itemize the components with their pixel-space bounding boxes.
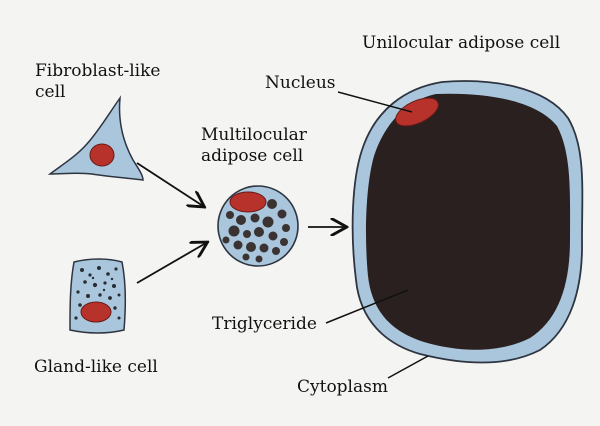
triglyceride-label: Triglyceride	[212, 314, 317, 334]
gland-nucleus	[80, 301, 112, 323]
nucleus-label: Nucleus	[265, 73, 336, 93]
triglyceride-droplet	[366, 93, 571, 350]
fibroblast-label-line-2: cell	[35, 82, 66, 102]
leader-nucleus	[337, 91, 413, 113]
gland-like-cell-label: Gland-like cell	[34, 357, 158, 377]
arrow-gland-to-multilocular	[136, 243, 206, 284]
leader-cytoplasm	[387, 355, 429, 379]
multilocular-nucleus	[229, 191, 267, 213]
fibroblast-like-cell	[47, 95, 144, 181]
unilocular-adipose-cell-label: Unilocular adipose cell	[362, 33, 561, 53]
multilocular-label-line-2: adipose cell	[201, 146, 304, 166]
fibroblast-like-cell-label: Fibroblast-like cell	[35, 61, 160, 103]
unilocular-nucleus	[395, 97, 439, 127]
gland-granules	[74, 266, 121, 320]
multilocular-adipose-cell	[217, 185, 299, 267]
fibroblast-label-line-1: Fibroblast-like	[35, 61, 161, 81]
lipid-droplets	[222, 199, 290, 263]
arrow-fibroblast-to-multilocular	[136, 162, 203, 206]
multilocular-label-line-1: Multilocular	[201, 125, 307, 145]
cytoplasm-label: Cytoplasm	[297, 377, 388, 397]
leader-triglyceride	[325, 289, 409, 324]
gland-like-cell	[69, 258, 127, 334]
multilocular-adipose-cell-label: Multilocular adipose cell	[201, 125, 307, 167]
unilocular-adipose-cell	[351, 80, 584, 364]
fibroblast-nucleus	[89, 143, 115, 167]
